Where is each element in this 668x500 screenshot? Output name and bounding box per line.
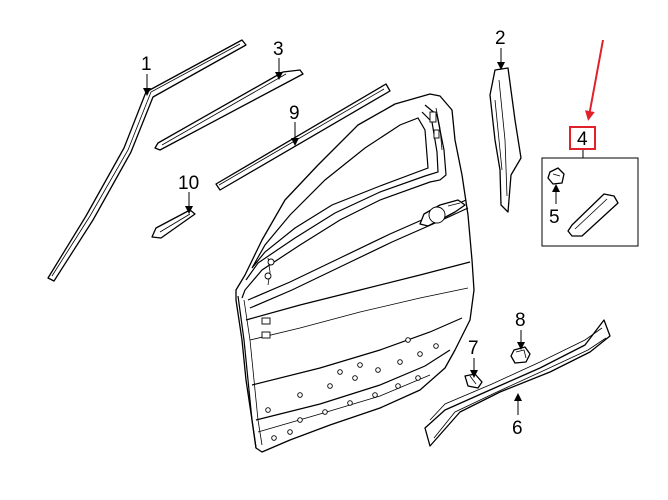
part-9-belt-molding xyxy=(215,83,391,191)
part-8-clip xyxy=(510,346,531,364)
part-7-clip xyxy=(464,373,483,389)
part-6-rocker-molding xyxy=(424,319,611,447)
callout-2: 2 xyxy=(495,28,506,49)
leader-lines xyxy=(143,48,560,415)
callout-7: 7 xyxy=(468,338,479,359)
callout-6: 6 xyxy=(512,418,523,439)
part-1-frame-molding xyxy=(47,39,247,282)
door-handle xyxy=(419,199,466,227)
part-4-kit-box xyxy=(541,150,639,247)
callout-9: 9 xyxy=(289,103,300,124)
callout-1: 1 xyxy=(141,54,152,75)
highlight-arrow xyxy=(584,39,604,121)
part-3-belt-strip xyxy=(154,69,304,151)
part-2-pillar-applique xyxy=(489,67,522,213)
callout-5: 5 xyxy=(549,207,560,228)
door-shell xyxy=(235,93,475,453)
callout-3: 3 xyxy=(273,39,284,60)
callout-4-highlight-box xyxy=(569,126,596,150)
callout-8: 8 xyxy=(515,310,526,331)
callout-10: 10 xyxy=(178,173,199,194)
part-10-trim xyxy=(151,209,196,239)
callout-4: 4 xyxy=(577,129,588,150)
